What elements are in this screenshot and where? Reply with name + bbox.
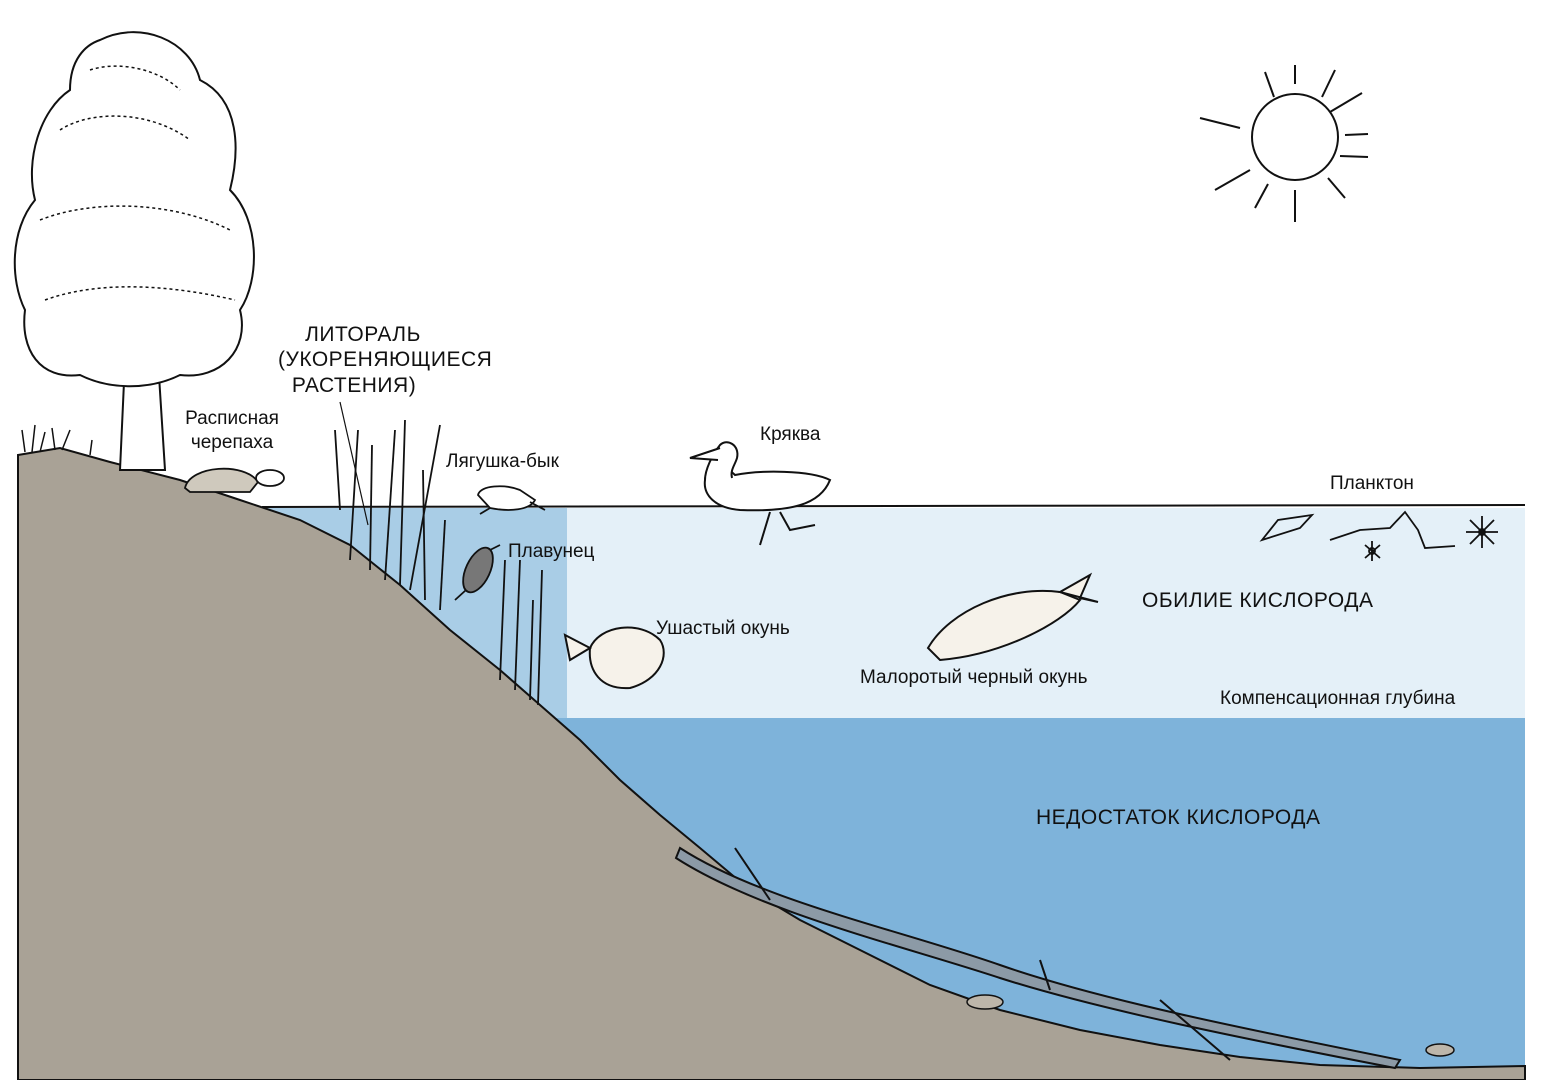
shore-grass <box>21 424 93 456</box>
plankton-label: Планктон <box>1330 473 1414 494</box>
frog-icon <box>477 485 546 515</box>
oxygen-rich-label: ОБИЛИЕ КИСЛОРОДА <box>1142 589 1374 612</box>
bottom-rock <box>966 994 1004 1010</box>
turtle-label-line1: Расписная <box>185 408 279 429</box>
bass-label: Малоротый черный окунь <box>860 667 1088 688</box>
sunfish-icon <box>563 626 665 690</box>
turtle-icon <box>184 467 285 493</box>
oxygen-poor-label: НЕДОСТАТОК КИСЛОРОДА <box>1036 806 1321 829</box>
diving-beetle-icon <box>454 544 501 601</box>
littoral-label-line3: РАСТЕНИЯ) <box>291 374 417 397</box>
littoral-label-line1: ЛИТОРАЛЬ <box>305 323 421 346</box>
tree-icon <box>13 31 255 471</box>
sunfish-label: Ушастый окунь <box>656 618 790 639</box>
rooted-plants <box>334 419 543 706</box>
water-surface-line <box>261 504 1526 508</box>
turtle-label-line2: черепаха <box>190 432 274 453</box>
sun-icon <box>1199 65 1369 222</box>
littoral-label-line2: (УКОРЕНЯЮЩИЕСЯ <box>278 348 493 371</box>
compensation-depth-label: Компенсационная глубина <box>1220 688 1456 709</box>
sunken-log <box>674 846 1402 1070</box>
bottom-rock <box>1425 1043 1455 1057</box>
pointer-lines <box>339 401 369 526</box>
bass-icon <box>926 572 1099 662</box>
frog-label: Лягушка-бык <box>446 451 559 472</box>
duck-label: Кряква <box>760 424 821 445</box>
plankton-icon <box>1259 510 1498 561</box>
beetle-label: Плавунец <box>508 541 595 562</box>
duck-icon <box>689 441 832 546</box>
lake-bottom-ground <box>17 446 1526 1080</box>
